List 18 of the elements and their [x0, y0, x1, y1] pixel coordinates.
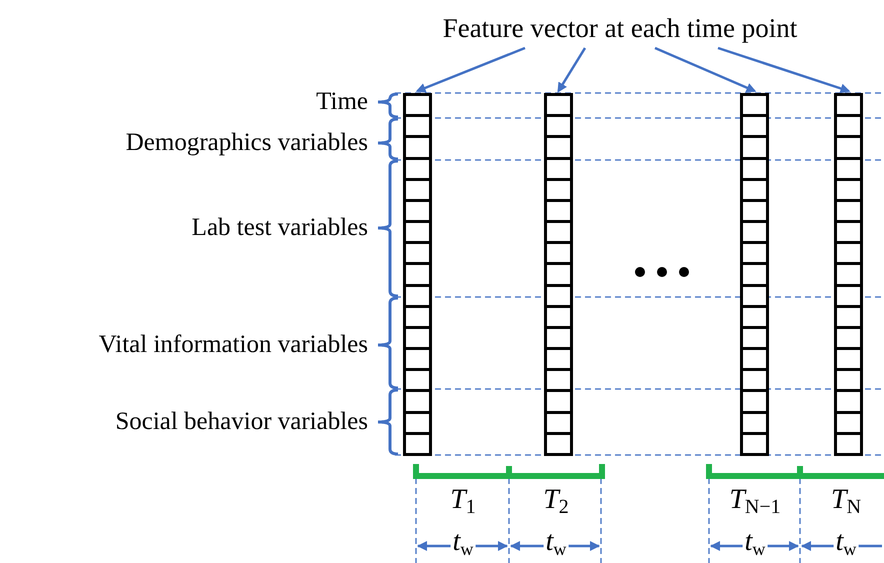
- category-label: Demographics variables: [126, 130, 368, 155]
- feature-vector-column: [544, 93, 573, 456]
- arrow: [416, 46, 526, 93]
- time-window-label: T$_{N}$: [830, 486, 862, 514]
- category-label: Vital information variables: [98, 332, 368, 357]
- arrow: [557, 47, 586, 93]
- arrow: [654, 46, 756, 92]
- feature-vector-column: [403, 93, 432, 456]
- feature-vector-column: [740, 93, 769, 456]
- feature-vector-column: [834, 93, 863, 456]
- time-window-label: T$_{1}$: [450, 486, 476, 514]
- time-window-label: T$_{2}$: [543, 486, 569, 514]
- arrow: [718, 46, 850, 94]
- category-label: Time: [316, 89, 368, 114]
- category-label: Lab test variables: [192, 215, 368, 240]
- time-window-label: T$_{N−1}$: [729, 486, 781, 514]
- category-label: Social behavior variables: [115, 409, 368, 434]
- heading-text: Feature vector at each time point: [400, 8, 840, 48]
